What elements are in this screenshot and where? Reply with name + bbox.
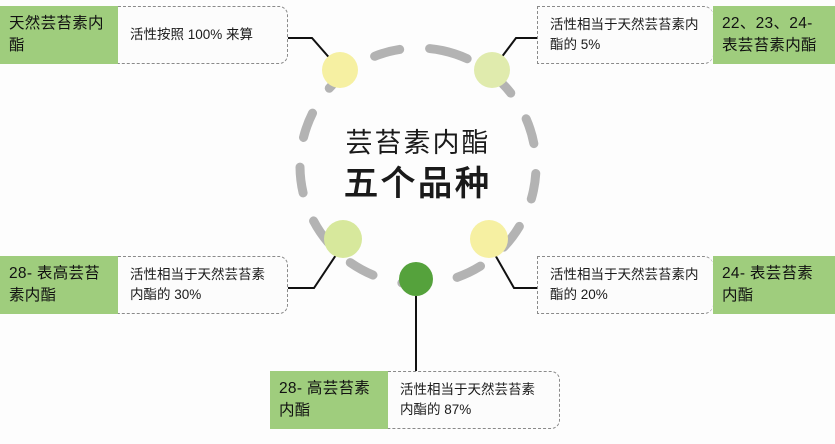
item-epi222324-label: 22、23、24-表芸苔素内酯 — [713, 6, 835, 64]
item-high28[interactable]: 28- 高芸苔素内酯 活性相当于天然芸苔素内酯的 87% — [270, 371, 560, 429]
center-title-group: 芸苔素内酯 五个品种 — [290, 38, 546, 294]
center-title-line2: 五个品种 — [344, 164, 492, 203]
item-high28-description: 活性相当于天然芸苔素内酯的 87% — [388, 371, 560, 429]
item-epi24[interactable]: 24- 表芸苔素内酯 活性相当于天然芸苔素内酯的 20% — [537, 256, 835, 314]
center-title-line1: 芸苔素内酯 — [345, 127, 491, 158]
item-epi24-label: 24- 表芸苔素内酯 — [713, 256, 835, 314]
node-dot-natural — [322, 52, 358, 88]
ring-dashed-circle — [295, 43, 541, 289]
node-dot-epi28high — [324, 220, 362, 258]
item-epi28high-label: 28- 表高芸苔素内酯 — [0, 256, 118, 314]
item-epi28high-description: 活性相当于天然芸苔素内酯的 30% — [118, 256, 288, 314]
item-natural-description: 活性按照 100% 来算 — [118, 6, 288, 64]
node-dot-epi222324 — [474, 52, 510, 88]
item-epi222324-description: 活性相当于天然芸苔素内酯的 5% — [537, 6, 713, 64]
item-high28-label: 28- 高芸苔素内酯 — [270, 371, 388, 429]
center-ring: 芸苔素内酯 五个品种 — [290, 38, 546, 294]
item-natural[interactable]: 天然芸苔素内酯 活性按照 100% 来算 — [0, 6, 288, 64]
item-epi28high[interactable]: 28- 表高芸苔素内酯 活性相当于天然芸苔素内酯的 30% — [0, 256, 288, 314]
node-dot-high28 — [399, 262, 433, 296]
item-epi222324[interactable]: 22、23、24-表芸苔素内酯 活性相当于天然芸苔素内酯的 5% — [537, 6, 835, 64]
node-dot-epi24 — [470, 220, 508, 258]
item-natural-label: 天然芸苔素内酯 — [0, 6, 118, 64]
item-epi24-description: 活性相当于天然芸苔素内酯的 20% — [537, 256, 713, 314]
